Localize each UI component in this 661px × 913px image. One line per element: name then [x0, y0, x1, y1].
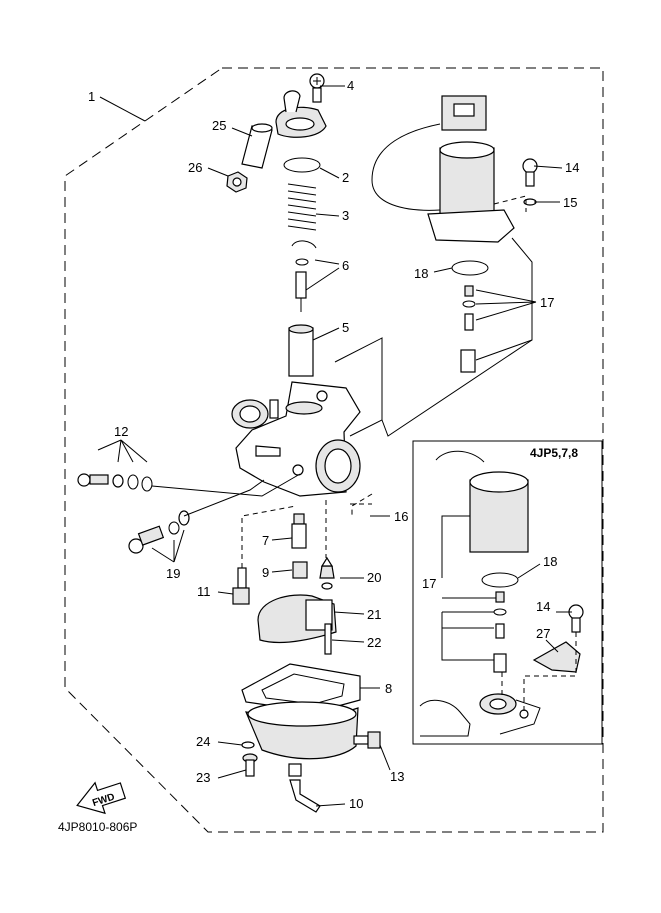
- starter-plunger-part-17: [460, 285, 476, 373]
- spring-part-3: [287, 183, 317, 231]
- throttle-screw-part-19: [128, 510, 190, 554]
- callout-18: 18: [414, 266, 428, 281]
- callout-9: 9: [262, 565, 269, 580]
- inset-title: 4JP5,7,8: [530, 446, 578, 460]
- callout-13: 13: [390, 769, 404, 784]
- pin-part-22: [324, 623, 332, 655]
- leader-lines: [97, 85, 577, 807]
- inset-callout-14: 14: [536, 599, 550, 614]
- forward-arrow-icon: [76, 781, 127, 815]
- callout-15: 15: [563, 195, 577, 210]
- callout-19: 19: [166, 566, 180, 581]
- callout-16: 16: [394, 509, 408, 524]
- piston-part-5: [288, 324, 314, 377]
- screw-part-4: [309, 73, 325, 103]
- cap-top-part: [275, 90, 327, 138]
- callout-labels: 1 4 25 26 2 3 6 5 12 19 7 9 11 16 20 21 …: [58, 78, 579, 834]
- plug-part-11: [232, 567, 250, 605]
- pilot-screw-part-12: [77, 473, 153, 492]
- washer-part-24: [241, 741, 255, 749]
- screw-part-14: [522, 158, 538, 187]
- o-ring-part-2: [283, 157, 321, 173]
- o-ring-part-18: [451, 260, 489, 276]
- callout-17: 17: [540, 295, 554, 310]
- float-part-21: [257, 594, 337, 643]
- callout-20: 20: [367, 570, 381, 585]
- needle-part-6: [291, 240, 317, 312]
- hose-part-10: [288, 763, 321, 813]
- callout-8: 8: [385, 681, 392, 696]
- callout-24: 24: [196, 734, 210, 749]
- inset-o-ring-18: [481, 572, 519, 588]
- callout-22: 22: [367, 635, 381, 650]
- tube-part-25: [241, 123, 273, 169]
- inset-plunger-17: [493, 591, 507, 673]
- inset-starter-housing: [435, 450, 529, 553]
- callout-10: 10: [349, 796, 363, 811]
- nut-part-26: [226, 171, 248, 193]
- callout-23: 23: [196, 770, 210, 785]
- assembly-boundary: [64, 67, 604, 833]
- drawing-code: 4JP8010-806P: [58, 820, 137, 834]
- callout-4: 4: [347, 78, 354, 93]
- callout-12: 12: [114, 424, 128, 439]
- callout-11: 11: [197, 584, 211, 599]
- callout-26: 26: [188, 160, 202, 175]
- inset-carb-body: [419, 693, 541, 737]
- inset-callout-27: 27: [536, 626, 550, 641]
- auto-choke-housing: [427, 141, 515, 243]
- inset-screw-14: [568, 604, 584, 633]
- callout-2: 2: [342, 170, 349, 185]
- callout-3: 3: [342, 208, 349, 223]
- callout-5: 5: [342, 320, 349, 335]
- drain-screw-part-13: [353, 731, 381, 749]
- callout-6: 6: [342, 258, 349, 273]
- jet-part-9: [292, 561, 308, 579]
- inset-frame: [412, 440, 603, 745]
- callout-1: 1: [88, 89, 95, 104]
- callout-21: 21: [367, 607, 381, 622]
- callout-25: 25: [212, 118, 226, 133]
- carburetor-body: [231, 381, 361, 497]
- gasket-part-8: [241, 663, 361, 713]
- inset-plate-27: [532, 641, 581, 673]
- inset-callout-17: 17: [422, 576, 436, 591]
- starter-wire: [371, 123, 441, 211]
- jet-part-7: [291, 513, 307, 549]
- callout-7: 7: [262, 533, 269, 548]
- screw-part-23: [242, 753, 258, 777]
- float-bowl-part: [245, 701, 359, 760]
- connector-plug: [441, 95, 487, 131]
- callout-14: 14: [565, 160, 579, 175]
- inset-callout-18: 18: [543, 554, 557, 569]
- needle-valve-part-20: [319, 556, 335, 590]
